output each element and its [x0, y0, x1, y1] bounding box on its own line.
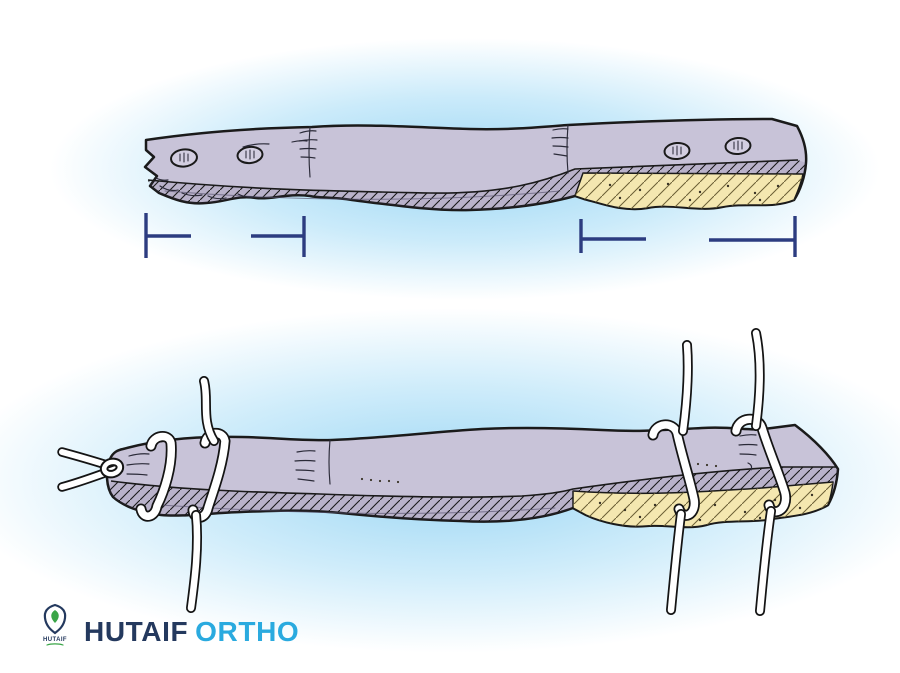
brand-logo-icon-text: HUTAIF	[43, 637, 67, 643]
logo-script-underline	[46, 643, 64, 646]
suture-tails-and-knot	[57, 447, 125, 492]
brand-logo-icon: HUTAIF	[43, 603, 67, 646]
brand-name-primary: HUTAIF	[84, 616, 189, 647]
leaf-icon	[51, 610, 59, 623]
drill-holes	[170, 136, 752, 168]
cancellous-bone-surface	[574, 172, 804, 210]
stipple-dots	[608, 182, 780, 202]
top-graft-illustration	[143, 117, 808, 212]
measurement-bracket-left	[144, 213, 306, 258]
bottom-graft-illustration	[57, 328, 840, 616]
brand-name-secondary: ORTHO	[195, 616, 300, 647]
shield-icon	[43, 603, 67, 635]
sketch-marks-top	[155, 124, 569, 200]
sketch-marks-bottom	[126, 434, 758, 485]
dotted-line-marks	[360, 462, 718, 484]
measurement-bracket-right	[579, 216, 797, 257]
cortical-cut-band-bottom	[109, 466, 838, 522]
hanging-suture-strands	[186, 328, 776, 616]
